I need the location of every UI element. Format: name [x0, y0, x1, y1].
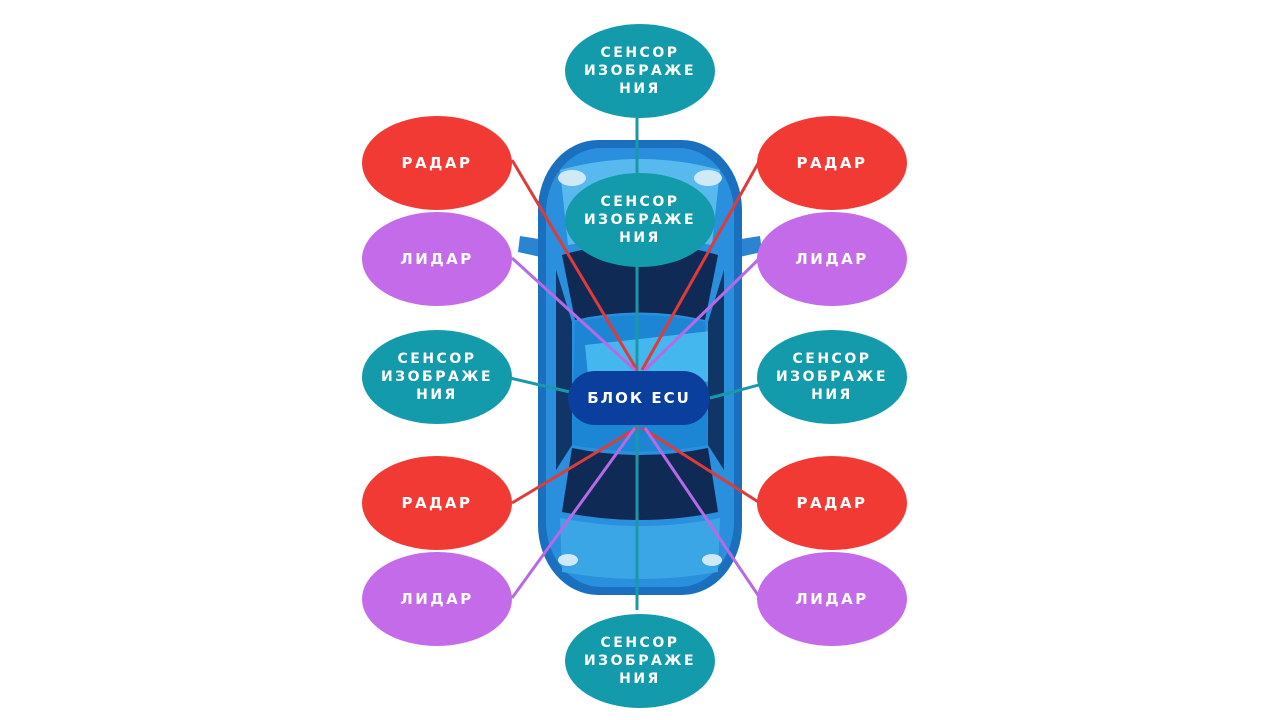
lidar-bottom-right: ЛИДАР [757, 552, 907, 646]
lidar-top-left-label: ЛИДАР [400, 250, 474, 268]
camera-front-line-3: НИЯ [619, 230, 661, 246]
camera-sensor-top: СЕНСОР ИЗОБРАЖЕ НИЯ [565, 24, 715, 118]
line-lidar-top-right [643, 256, 762, 372]
radar-top-right: РАДАР [757, 116, 907, 210]
line-radar-top-left [510, 159, 639, 371]
camera-sensor-left: СЕНСОР ИЗОБРАЖЕ НИЯ [362, 330, 512, 424]
ecu-label: БЛОК ECU [587, 389, 691, 407]
radar-bottom-right-label: РАДАР [796, 494, 868, 512]
ecu-block: БЛОК ECU [568, 371, 710, 425]
camera-top-line-1: СЕНСОР [600, 45, 680, 61]
camera-right-line-3: НИЯ [811, 387, 853, 403]
radar-bottom-left-label: РАДАР [401, 494, 473, 512]
connector-lines [509, 118, 771, 610]
camera-top-line-3: НИЯ [619, 81, 661, 97]
line-radar-top-right [640, 159, 762, 371]
radar-top-right-label: РАДАР [796, 154, 868, 172]
line-radar-bottom-left [511, 426, 638, 505]
lidar-bottom-right-label: ЛИДАР [795, 590, 869, 608]
lidar-top-right-label: ЛИДАР [795, 250, 869, 268]
camera-left-line-3: НИЯ [416, 387, 458, 403]
lidar-bottom-left-label: ЛИДАР [400, 590, 474, 608]
camera-left-line-2: ИЗОБРАЖЕ [380, 369, 494, 385]
camera-bottom-line-3: НИЯ [619, 671, 661, 687]
lidar-top-right: ЛИДАР [757, 212, 907, 306]
radar-bottom-right: РАДАР [757, 456, 907, 550]
line-lidar-bottom-left [510, 427, 637, 599]
radar-bottom-left: РАДАР [362, 456, 512, 550]
camera-sensor-right: СЕНСОР ИЗОБРАЖЕ НИЯ [757, 330, 907, 424]
line-radar-bottom-right [641, 426, 761, 505]
line-camera-left [509, 376, 571, 394]
lidar-top-left: ЛИДАР [362, 212, 512, 306]
camera-sensor-front: СЕНСОР ИЗОБРАЖЕ НИЯ [565, 173, 715, 267]
line-lidar-bottom-right [643, 427, 762, 599]
camera-left-line-1: СЕНСОР [397, 351, 477, 367]
camera-front-line-1: СЕНСОР [600, 194, 680, 210]
radar-top-left: РАДАР [362, 116, 512, 210]
camera-bottom-line-2: ИЗОБРАЖЕ [583, 653, 697, 669]
camera-sensor-bottom: СЕНСОР ИЗОБРАЖЕ НИЯ [565, 614, 715, 708]
camera-top-line-2: ИЗОБРАЖЕ [583, 63, 697, 79]
radar-top-left-label: РАДАР [401, 154, 473, 172]
camera-bottom-line-1: СЕНСОР [600, 635, 680, 651]
camera-right-line-1: СЕНСОР [792, 351, 872, 367]
camera-front-line-2: ИЗОБРАЖЕ [583, 212, 697, 228]
lidar-bottom-left: ЛИДАР [362, 552, 512, 646]
camera-right-line-2: ИЗОБРАЖЕ [775, 369, 889, 385]
line-lidar-top-left [510, 256, 637, 372]
